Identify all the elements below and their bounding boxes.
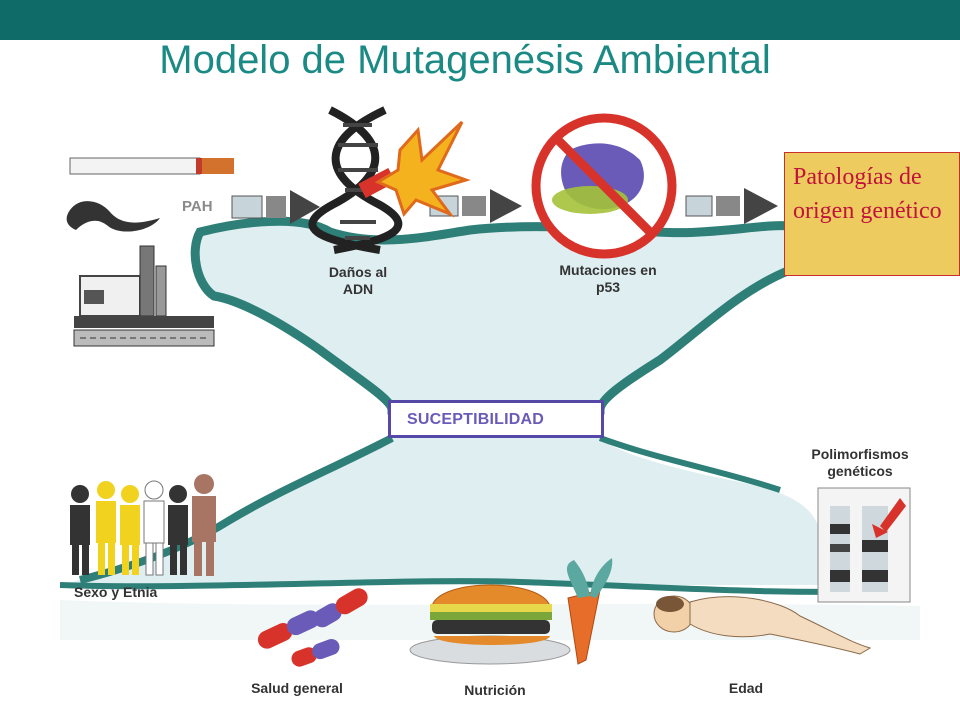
smoke-icon: [66, 201, 160, 232]
general-health-label: Salud general: [251, 680, 343, 696]
susceptibility-box: SUCEPTIBILIDAD: [388, 400, 604, 438]
arrow-icon: [685, 188, 778, 224]
explosion-icon: [374, 120, 471, 218]
cigarette-icon: [69, 157, 234, 175]
arrow-icon: [231, 190, 320, 224]
p53-mutations-label: Mutaciones en p53: [559, 262, 657, 295]
dna-damage-label: Daños al ADN: [328, 264, 388, 297]
sex-ethnicity-label: Sexo y Etnia: [74, 584, 158, 600]
pathologies-box: Patologías de origen genético: [784, 152, 960, 276]
burger-icon: [409, 584, 571, 665]
baby-icon: [653, 595, 872, 655]
top-bar: [0, 0, 960, 40]
no-mutation-icon: [531, 113, 677, 259]
pah-label: PAH: [182, 198, 213, 215]
susceptibility-label: SUCEPTIBILIDAD: [407, 411, 545, 428]
pills-icon: [257, 588, 368, 667]
upper-funnel: [190, 216, 795, 415]
lower-funnel: [60, 438, 910, 585]
people-icon: [70, 474, 216, 576]
polymorphisms-label: Polimorfismos genéticos: [811, 446, 909, 479]
carrot-icon: [566, 558, 613, 665]
age-label: Edad: [728, 680, 764, 696]
gel-electrophoresis-icon: [817, 487, 911, 603]
nutrition-label: Nutrición: [464, 682, 526, 698]
factory-icon: [73, 245, 215, 347]
slide-title: Modelo de Mutagenésis Ambiental: [159, 38, 771, 82]
